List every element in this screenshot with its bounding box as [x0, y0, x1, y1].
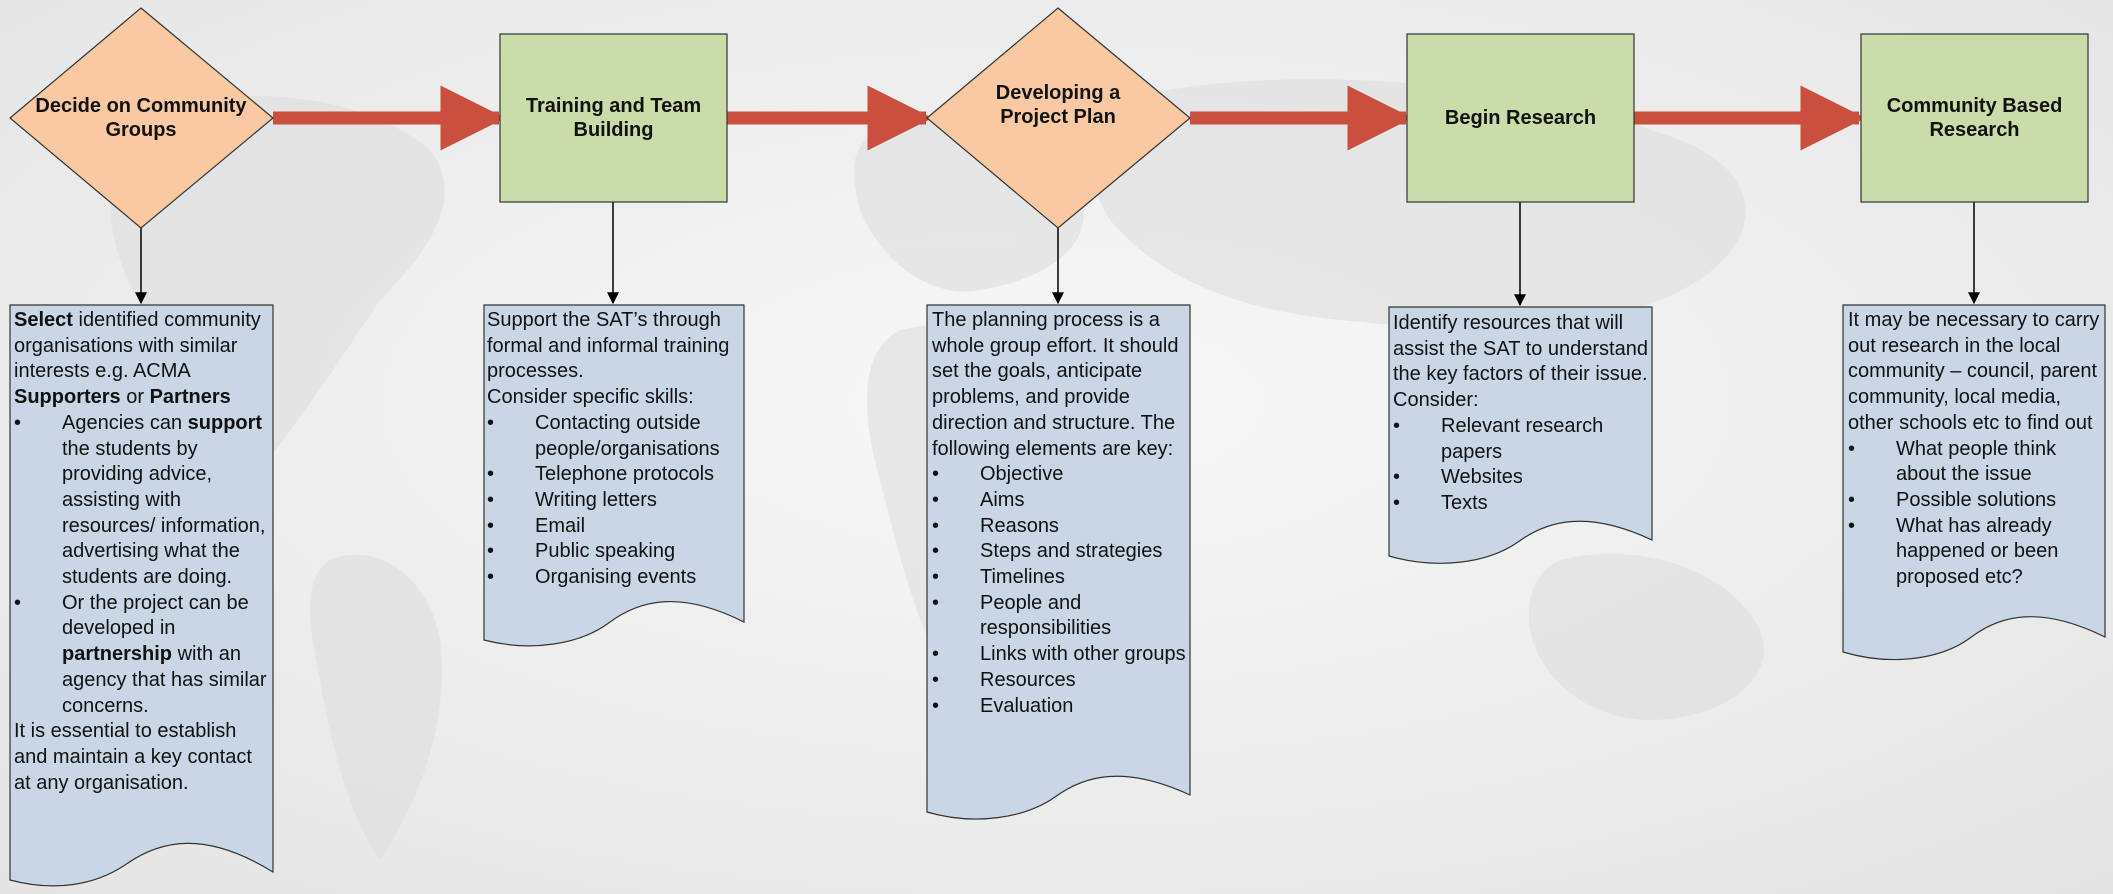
list-item: Steps and strategies	[932, 539, 1189, 565]
list-item: Or the project can be developed in partn…	[14, 591, 272, 720]
list-item: Contacting outside people/organisations	[487, 411, 742, 462]
document-1-text: Select identified community organisation…	[14, 308, 272, 796]
list-item: Public speaking	[487, 539, 742, 565]
list-item: People and responsibilities	[932, 591, 1189, 642]
list-item: Evaluation	[932, 694, 1189, 720]
list-item: Aims	[932, 488, 1189, 514]
doc3-intro: The planning process is a whole group ef…	[932, 309, 1179, 460]
list-item: Writing letters	[487, 488, 742, 514]
doc1-select-line: Select identified community organisation…	[14, 308, 272, 385]
doc3-list: Objective Aims Reasons Steps and strateg…	[932, 462, 1189, 719]
decision-node-1-shape	[9, 7, 274, 229]
connectors	[135, 202, 1980, 307]
process-node-4-shape	[1406, 33, 1635, 203]
list-item: What people think about the issue	[1848, 437, 2104, 488]
doc4-list: Relevant research papers Websites Texts	[1393, 414, 1651, 517]
document-2-text: Support the SAT’s through formal and inf…	[487, 308, 742, 591]
list-item: Organising events	[487, 565, 742, 591]
doc1-item1-c: the students by providing advice, assist…	[62, 437, 266, 589]
list-item: Texts	[1393, 491, 1651, 517]
process-node-5-shape	[1860, 33, 2089, 203]
doc4-intro: Identify resources that will assist the …	[1393, 312, 1648, 412]
doc1-closing: It is essential to establish and maintai…	[14, 720, 252, 794]
node-5-label: Community Based Research	[1886, 95, 2063, 141]
list-item: Resources	[932, 668, 1189, 694]
list-item: Websites	[1393, 465, 1651, 491]
node-1-label: Decide on Community Groups	[35, 95, 247, 141]
doc1-item1-bold: support	[187, 411, 263, 434]
doc5-list: What people think about the issue Possib…	[1848, 437, 2104, 591]
process-node-2-shape	[499, 33, 728, 203]
doc1-supporters-bold: Supporters	[14, 386, 121, 409]
list-item: Links with other groups	[932, 642, 1189, 668]
list-item: What has already happened or been propos…	[1848, 514, 2104, 591]
doc1-item2-bold: partnership	[62, 643, 173, 666]
document-3-text: The planning process is a whole group ef…	[932, 308, 1189, 719]
list-item: Email	[487, 514, 742, 540]
doc2-consider: Consider specific skills:	[487, 386, 694, 409]
list-item: Timelines	[932, 565, 1189, 591]
list-item: Reasons	[932, 514, 1189, 540]
list-item: Relevant research papers	[1393, 414, 1651, 465]
node-4-label: Begin Research	[1444, 107, 1597, 129]
doc1-item2-c: with an agency that has similar concerns…	[62, 643, 267, 717]
list-item: Possible solutions	[1848, 488, 2104, 514]
node-3-label: Developing a Project Plan	[995, 82, 1121, 128]
doc1-select-bold: Select	[14, 309, 73, 331]
doc1-or-word: or	[120, 386, 150, 409]
doc5-intro: It may be necessary to carry out researc…	[1848, 309, 2100, 434]
doc1-list: Agencies can support the students by pro…	[14, 411, 272, 719]
doc2-list: Contacting outside people/organisations …	[487, 411, 742, 591]
doc1-partners-bold: Partners	[149, 386, 231, 409]
list-item: Telephone protocols	[487, 462, 742, 488]
doc1-supporters-line: Supporters or Partners	[14, 385, 272, 411]
doc2-intro: Support the SAT’s through formal and inf…	[487, 309, 730, 383]
list-item: Agencies can support the students by pro…	[14, 411, 272, 591]
doc1-item1-a: Agencies can	[62, 411, 188, 434]
decision-node-3-shape	[926, 7, 1191, 229]
document-4-text: Identify resources that will assist the …	[1393, 311, 1651, 517]
document-5-text: It may be necessary to carry out researc…	[1848, 308, 2104, 591]
list-item: Objective	[932, 462, 1189, 488]
doc1-select-rest: identified community organisations with …	[14, 309, 261, 383]
doc1-item2-a: Or the project can be developed in	[62, 591, 249, 640]
node-2-label: Training and Team Building	[525, 95, 702, 141]
